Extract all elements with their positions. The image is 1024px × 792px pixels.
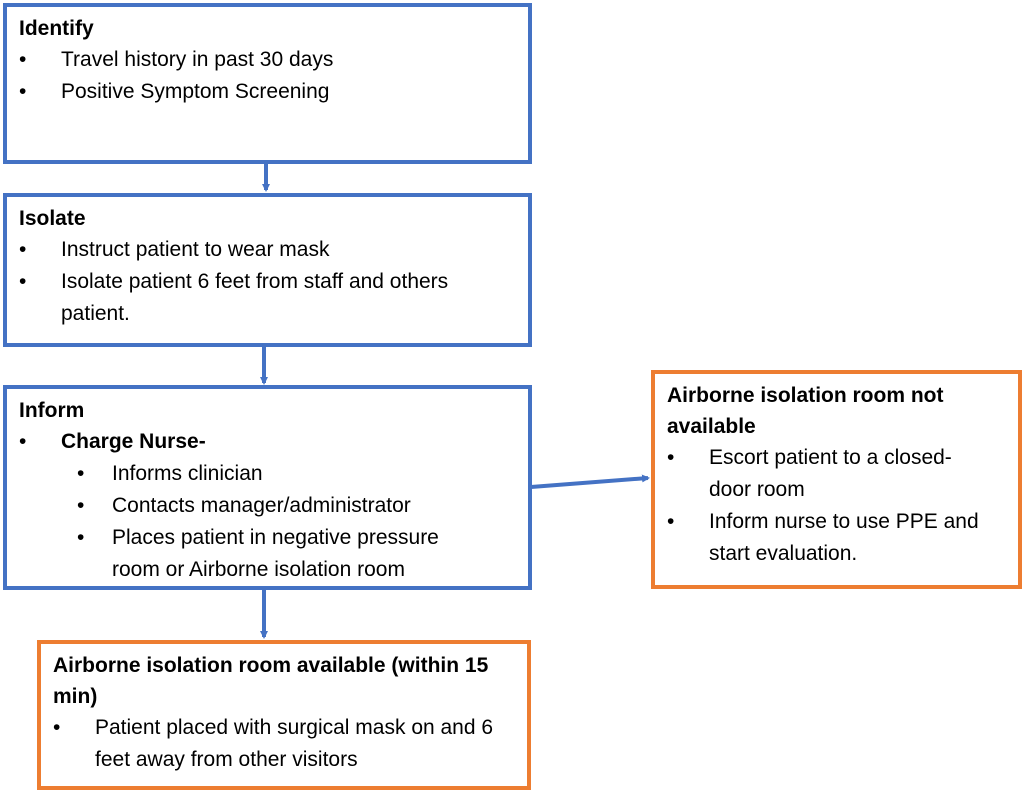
list-item: •Positive Symptom Screening: [19, 80, 330, 103]
available-box: Airborne isolation room available (withi…: [37, 640, 531, 790]
charge-nurse-label: Charge Nurse-: [61, 430, 206, 453]
list-item: •Inform nurse to use PPE and start evalu…: [667, 510, 979, 565]
isolate-list: •Instruct patient to wear mask •Isolate …: [19, 234, 516, 330]
not-available-box: Airborne isolation room not available •E…: [651, 370, 1022, 589]
inform-sublist: •Informs clinician •Contacts manager/adm…: [19, 458, 516, 586]
isolate-title: Isolate: [19, 207, 86, 230]
identify-title: Identify: [19, 17, 94, 40]
identify-box: Identify •Travel history in past 30 days…: [3, 3, 532, 164]
available-list: •Patient placed with surgical mask on an…: [53, 712, 515, 776]
inform-list: • Charge Nurse-: [19, 426, 516, 458]
available-title: Airborne isolation room available (withi…: [53, 654, 489, 708]
inform-title: Inform: [19, 399, 85, 422]
inform-box: Inform • Charge Nurse- •Informs clinicia…: [3, 385, 532, 590]
not-available-title: Airborne isolation room not available: [667, 384, 944, 438]
list-item: •Escort patient to a closed-door room: [667, 446, 952, 501]
list-item: •Travel history in past 30 days: [19, 48, 334, 71]
list-item: •Informs clinician: [77, 462, 263, 485]
list-item: •Places patient in negative pressure roo…: [77, 526, 439, 581]
list-item: •Patient placed with surgical mask on an…: [53, 716, 494, 771]
arrow-inform-to-not-available: [530, 474, 650, 489]
identify-list: •Travel history in past 30 days •Positiv…: [19, 44, 516, 108]
not-available-list: •Escort patient to a closed-door room •I…: [667, 442, 1006, 570]
list-item: • Charge Nurse-: [19, 426, 516, 458]
isolate-box: Isolate •Instruct patient to wear mask •…: [3, 193, 532, 347]
list-item: •Contacts manager/administrator: [77, 494, 411, 517]
list-item: •Isolate patient 6 feet from staff and o…: [19, 270, 449, 325]
list-item: •Instruct patient to wear mask: [19, 238, 330, 261]
